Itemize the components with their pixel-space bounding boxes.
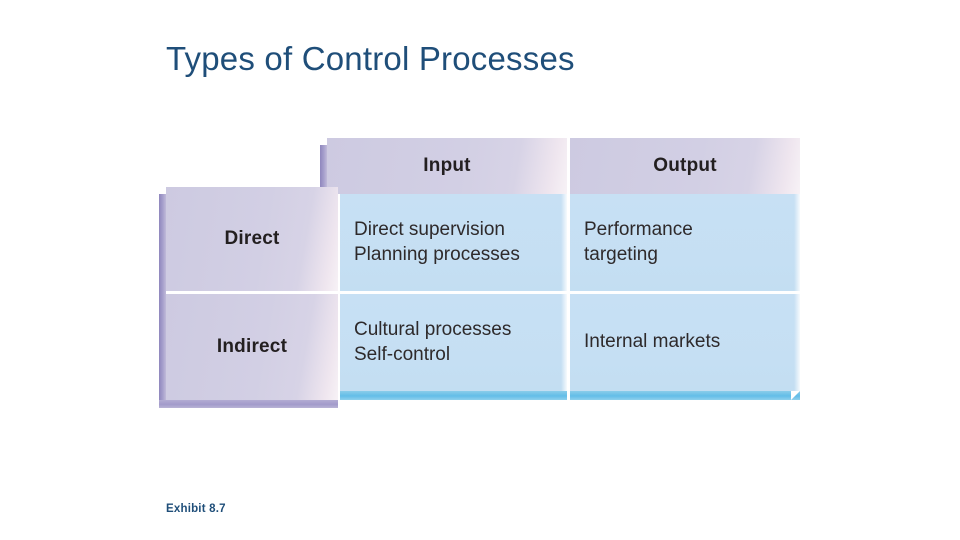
data-cell-direct-input: Direct supervision Planning processes [340, 194, 567, 291]
row-header-indirect-left-bevel [159, 294, 166, 400]
data-cell-direct-output-highlight [794, 194, 800, 291]
column-header-input-bevel-cap [320, 138, 327, 145]
data-cell-direct-input-highlight [561, 194, 567, 291]
page-title: Types of Control Processes [166, 40, 575, 77]
data-cell-direct-output: Performance targeting [570, 194, 800, 291]
column-header-input: Input [327, 138, 567, 194]
data-cell-indirect-output-bevel-cap [791, 391, 800, 400]
data-cell-direct-input-text: Direct supervision Planning processes [354, 219, 520, 265]
row-header-direct: Direct [166, 187, 338, 291]
data-cell-indirect-output-text: Internal markets [584, 331, 721, 353]
row-header-direct-left-bevel [159, 194, 166, 298]
row-header-column-bottom-bevel [159, 400, 338, 408]
column-header-output-label: Output [653, 155, 717, 176]
column-header-output: Output [570, 138, 800, 194]
row-header-indirect-label: Indirect [216, 336, 288, 357]
data-cell-direct-output-text: Performance targeting [584, 219, 693, 265]
row-header-direct-label: Direct [224, 228, 280, 249]
exhibit-caption: Exhibit 8.7 [166, 503, 226, 515]
data-cell-indirect-input-bottom-bevel [340, 391, 567, 400]
row-header-direct-bevel-cap [159, 187, 166, 194]
data-cell-indirect-input: Cultural processes Self-control [340, 294, 567, 391]
data-cell-indirect-output: Internal markets [570, 294, 800, 391]
column-header-input-label: Input [423, 155, 471, 176]
data-cell-indirect-output-bottom-bevel [570, 391, 800, 400]
data-cell-indirect-output-highlight [794, 294, 800, 391]
control-processes-matrix: Input Output Direct Indirect Direct supe… [159, 136, 800, 408]
data-cell-indirect-input-text: Cultural processes Self-control [354, 319, 512, 365]
column-header-input-left-bevel [320, 145, 327, 201]
data-cell-indirect-input-highlight [561, 294, 567, 391]
row-header-indirect: Indirect [166, 294, 338, 400]
